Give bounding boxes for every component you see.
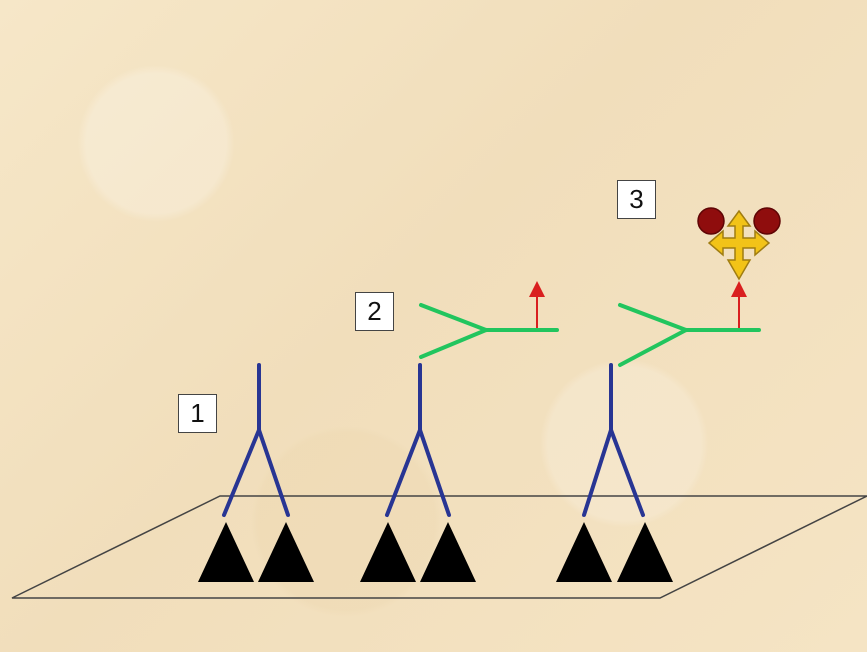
detection-antibody-group-3: [618, 281, 761, 367]
capture-antibody-left-arm-2: [385, 428, 422, 517]
plate-outline: [11, 495, 867, 599]
antigen-icon-3a: [556, 522, 612, 582]
step-label-1: 1: [178, 394, 217, 433]
capture-antibody-right-arm-3: [609, 428, 645, 517]
antigen-icon-1a: [198, 522, 254, 582]
antigen-icon-3b: [617, 522, 673, 582]
detection-antibody-group-2: [419, 281, 559, 359]
detection-antibody-lower-arm-2: [419, 328, 488, 359]
step-label-3: 3: [617, 180, 656, 219]
enzyme-icon: [697, 207, 781, 281]
enzyme-cross-icon: [707, 209, 771, 281]
capture-antibody-right-arm-2: [418, 428, 451, 517]
capture-antibody-left-arm-1: [222, 428, 261, 517]
capture-antibody-group-1: [198, 363, 314, 582]
capture-antibody-group-2: [360, 363, 476, 582]
antigen-icon-2b: [420, 522, 476, 582]
capture-antibody-left-arm-3: [582, 428, 613, 517]
detection-antibody-upper-arm-2: [419, 303, 488, 332]
antigen-icon-1b: [258, 522, 314, 582]
capture-antibody-group-3: [556, 363, 673, 582]
detection-antibody-lower-arm-3: [618, 328, 688, 367]
substrate-sphere-icon-right: [753, 207, 781, 235]
step-label-2: 2: [355, 292, 394, 331]
detection-antibody-upper-arm-3: [618, 303, 688, 332]
antigen-icon-2a: [360, 522, 416, 582]
capture-antibody-right-arm-1: [257, 428, 290, 517]
substrate-sphere-icon-left: [697, 207, 725, 235]
